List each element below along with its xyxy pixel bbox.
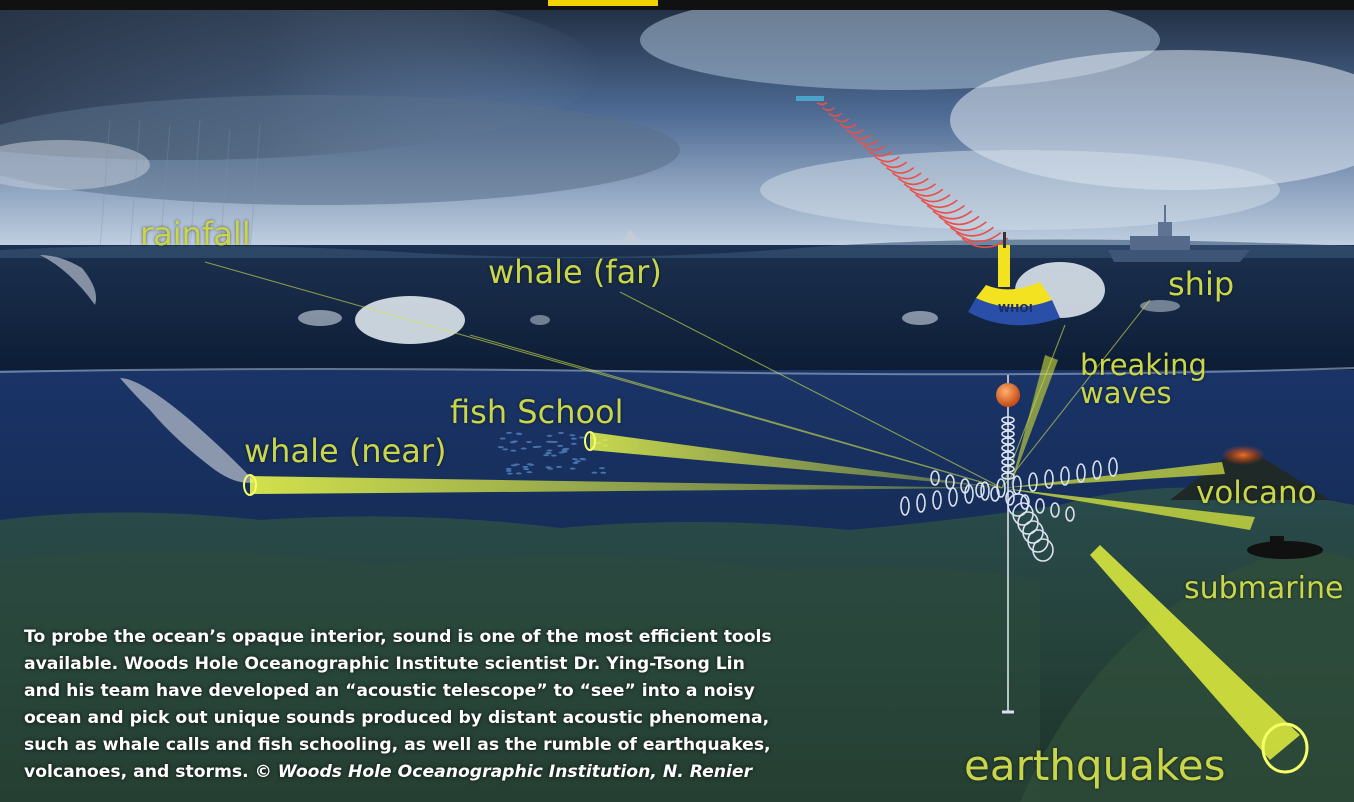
ship-illustration	[1108, 205, 1250, 262]
label-rainfall: rainfall	[140, 215, 251, 253]
label-ship: ship	[1168, 265, 1235, 303]
label-breaking-waves-line1: breaking	[1080, 348, 1207, 382]
caption: To probe the ocean’s opaque interior, so…	[24, 624, 784, 786]
label-whale-near: whale (near)	[244, 432, 447, 470]
label-volcano: volcano	[1196, 475, 1317, 511]
label-submarine: submarine	[1184, 571, 1344, 606]
acoustic-array	[900, 375, 1118, 714]
sound-beams	[243, 355, 1309, 774]
buoy-text: WHOI	[998, 302, 1033, 315]
label-fish-school: fish School	[450, 393, 624, 431]
submarine-illustration	[1247, 536, 1323, 559]
label-breaking-waves-line2: waves	[1080, 376, 1172, 410]
caption-text: To probe the ocean’s opaque interior, so…	[24, 627, 772, 782]
label-earthquakes: earthquakes	[964, 741, 1226, 790]
label-whale-far: whale (far)	[488, 253, 662, 291]
buoy-illustration: WHOI	[968, 232, 1060, 326]
caption-credit: © Woods Hole Oceanographic Institution, …	[254, 762, 753, 782]
